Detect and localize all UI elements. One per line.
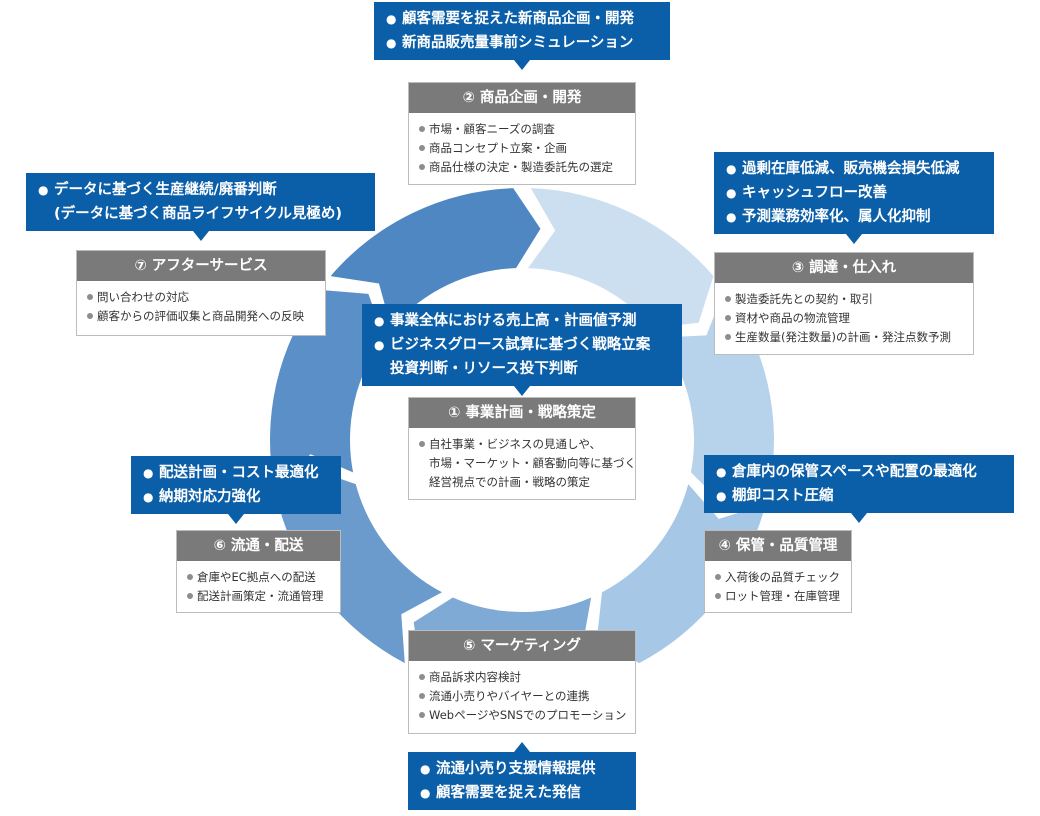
marketing-card: ⑤ マーケティング 商品訴求内容検討 流通小売りやバイヤーとの連携 Webページ… <box>408 630 636 734</box>
marketing-item: 流通小売りやバイヤーとの連携 <box>419 687 625 706</box>
cycle-arrow-icon <box>278 468 443 664</box>
plan-title: ② 商品企画・開発 <box>409 83 635 113</box>
plan-callout-line-2: 新商品販売量事前シミュレーション <box>402 35 634 51</box>
plan-item: 市場・顧客ニーズの調査 <box>419 120 625 139</box>
cycle-arrow-icon <box>528 188 714 329</box>
procure-item: 製造委託先との契約・取引 <box>725 290 963 309</box>
procure-callout: ●過剰在庫低減、販売機会損失低減 ●キャッシュフロー改善 ●予測業務効率化、属人… <box>714 152 994 244</box>
center-card: ① 事業計画・戦略策定 自社事業・ビジネスの見通しや、 市場・マーケット・顧客動… <box>408 397 636 500</box>
storage-title: ④ 保管・品質管理 <box>705 531 851 561</box>
cycle-arrow-icon <box>596 484 766 664</box>
procure-item: 資材や商品の物流管理 <box>725 309 963 328</box>
marketing-item: 商品訴求内容検討 <box>419 668 625 687</box>
aftersales-item: 問い合わせの対応 <box>87 288 315 307</box>
logistics-card: ⑥ 流通・配送 倉庫やEC拠点への配送 配送計画策定・流通管理 <box>176 530 341 613</box>
bullet-dot-icon <box>419 164 425 170</box>
bullet-dot-icon <box>715 574 721 580</box>
logistics-callout-line-2: 納期対応力強化 <box>159 489 261 505</box>
storage-callout-line-2: 棚卸コスト圧縮 <box>732 488 834 504</box>
bullet-dot-icon <box>725 334 731 340</box>
bullet-dot-icon <box>419 674 425 680</box>
logistics-callout: ●配送計画・コスト最適化 ●納期対応力強化 <box>131 456 341 524</box>
bullet-dot-icon <box>87 313 93 319</box>
plan-card: ② 商品企画・開発 市場・顧客ニーズの調査 商品コンセプト立案・企画 商品仕様の… <box>408 82 636 185</box>
procure-callout-line-1: 過剰在庫低減、販売機会損失低減 <box>742 161 960 177</box>
procure-callout-line-2: キャッシュフロー改善 <box>742 185 887 201</box>
aftersales-item: 顧客からの評価収集と商品開発への反映 <box>87 307 315 326</box>
procure-card: ③ 調達・仕入れ 製造委託先との契約・取引 資材や商品の物流管理 生産数量(発注… <box>714 252 974 355</box>
storage-item: ロット管理・在庫管理 <box>715 587 841 606</box>
marketing-item: WebページやSNSでのプロモーション <box>419 706 626 725</box>
aftersales-callout-line-2: (データに基づく商品ライフサイクル見極め) <box>54 206 343 222</box>
procure-callout-line-3: 予測業務効率化、属人化抑制 <box>742 209 931 225</box>
storage-callout: ●倉庫内の保管スペースや配置の最適化 ●棚卸コスト圧縮 <box>704 455 1014 523</box>
storage-card: ④ 保管・品質管理 入荷後の品質チェック ロット管理・在庫管理 <box>704 530 852 613</box>
center-callout-line-2: ビジネスグロース試算に基づく戦略立案 <box>390 337 651 353</box>
bullet-dot-icon <box>419 693 425 699</box>
marketing-callout-line-1: 流通小売り支援情報提供 <box>436 761 596 777</box>
aftersales-title: ⑦ アフターサービス <box>77 251 325 281</box>
storage-item: 入荷後の品質チェック <box>715 568 841 587</box>
bullet-dot-icon <box>187 593 193 599</box>
procure-title: ③ 調達・仕入れ <box>715 253 973 283</box>
bullet-dot-icon <box>419 145 425 151</box>
bullet-dot-icon <box>715 593 721 599</box>
marketing-callout-line-2: 顧客需要を捉えた発信 <box>436 785 581 801</box>
aftersales-callout: ●データに基づく生産継続/廃番判断 (データに基づく商品ライフサイクル見極め) <box>26 173 375 241</box>
center-callout: ●事業全体における売上高・計画値予測 ●ビジネスグロース試算に基づく戦略立案 投… <box>362 304 682 396</box>
storage-callout-line-1: 倉庫内の保管スペースや配置の最適化 <box>732 464 977 480</box>
logistics-item: 配送計画策定・流通管理 <box>187 587 330 606</box>
marketing-callout: ●流通小売り支援情報提供 ●顧客需要を捉えた発信 <box>408 742 636 810</box>
cycle-arrow-icon <box>330 188 541 329</box>
bullet-dot-icon <box>87 294 93 300</box>
center-title: ① 事業計画・戦略策定 <box>409 398 635 428</box>
bullet-dot-icon <box>725 315 731 321</box>
plan-callout-line-1: 顧客需要を捉えた新商品企画・開発 <box>402 11 634 27</box>
procure-item: 生産数量(発注数量)の計画・発注点数予測 <box>725 328 963 347</box>
bullet-dot-icon <box>419 441 425 447</box>
logistics-callout-line-1: 配送計画・コスト最適化 <box>159 465 319 481</box>
aftersales-card: ⑦ アフターサービス 問い合わせの対応 顧客からの評価収集と商品開発への反映 <box>76 250 326 336</box>
logistics-item: 倉庫やEC拠点への配送 <box>187 568 330 587</box>
center-item: 経営視点での計画・戦略の策定 <box>429 475 590 489</box>
center-callout-line-1: 事業全体における売上高・計画値予測 <box>390 313 637 329</box>
plan-item: 商品仕様の決定・製造委託先の選定 <box>419 158 625 177</box>
marketing-title: ⑤ マーケティング <box>409 631 635 661</box>
bullet-dot-icon <box>419 126 425 132</box>
plan-item: 商品コンセプト立案・企画 <box>419 139 625 158</box>
cycle-arrow-icon <box>270 289 384 488</box>
bullet-dot-icon <box>187 574 193 580</box>
bullet-dot-icon <box>419 712 425 718</box>
logistics-title: ⑥ 流通・配送 <box>177 531 340 561</box>
center-item: 自社事業・ビジネスの見通しや、 <box>419 435 625 454</box>
center-item: 市場・マーケット・顧客動向等に基づく <box>429 456 636 470</box>
aftersales-callout-line-1: データに基づく生産継続/廃番判断 <box>54 182 277 198</box>
center-callout-line-3: 投資判断・リソース投下判断 <box>390 361 578 377</box>
plan-callout: ●顧客需要を捉えた新商品企画・開発 ●新商品販売量事前シミュレーション <box>374 2 670 70</box>
bullet-dot-icon <box>725 296 731 302</box>
